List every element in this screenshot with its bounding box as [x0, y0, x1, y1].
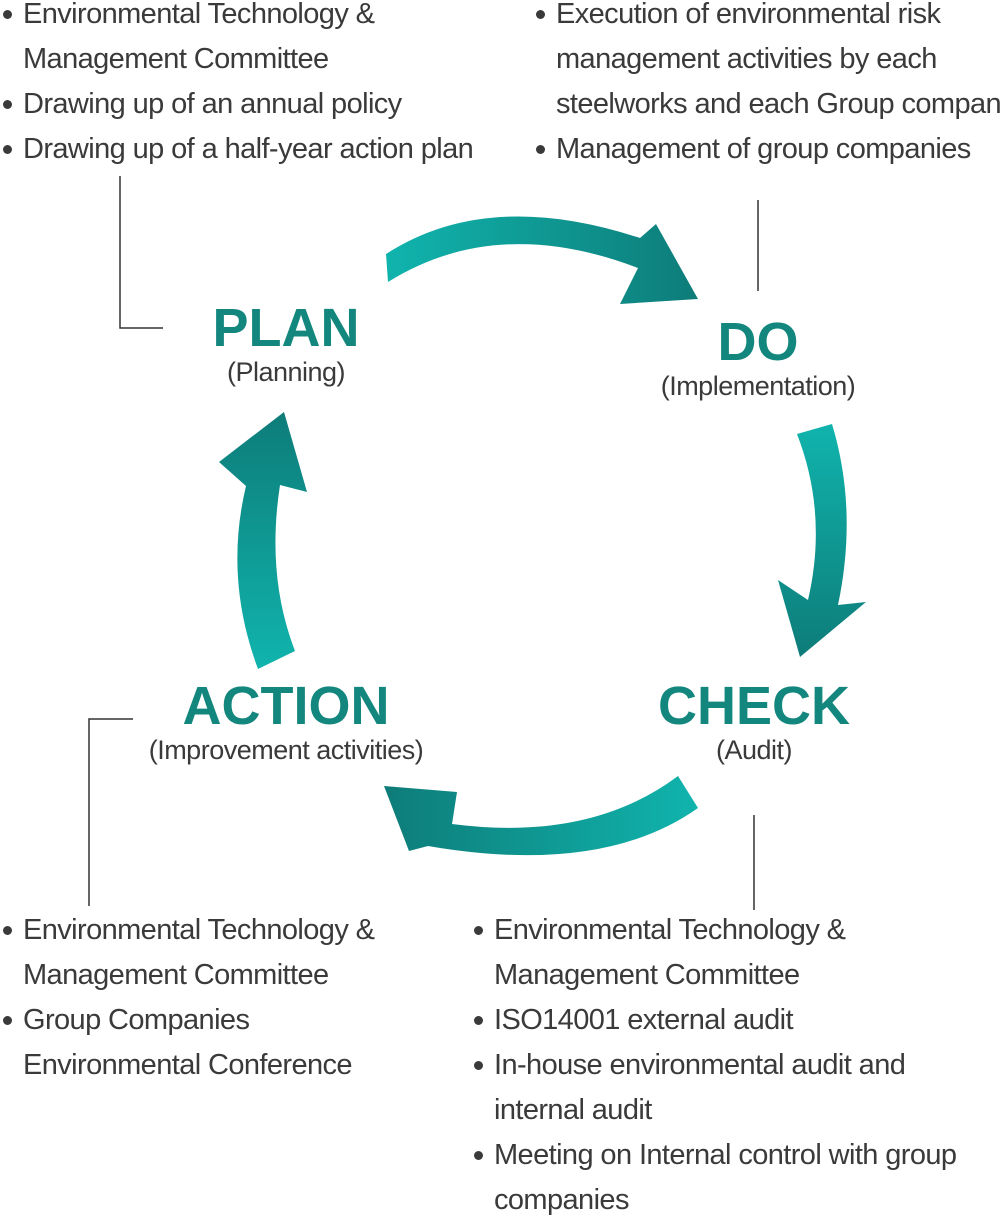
arrow-action-to-plan [219, 412, 307, 669]
plan-title: PLAN [212, 298, 360, 358]
list-item: ISO14001 external audit [472, 998, 992, 1043]
list-item: Execution of environmental risk manageme… [534, 0, 1000, 127]
check-stage: CHECK (Audit) [634, 678, 874, 766]
action-subtitle: (Improvement activities) [148, 735, 424, 765]
list-item: Drawing up of a half-year action plan [1, 127, 481, 172]
list-item: Management of group companies [534, 127, 1000, 172]
arrow-do-to-check [778, 424, 866, 657]
connector-plan [119, 176, 163, 329]
list-item: Environmental Technology & Management Co… [1, 0, 481, 82]
action-stage: ACTION (Improvement activities) [126, 678, 446, 766]
list-item: Drawing up of an annual policy [1, 82, 481, 127]
do-title: DO [717, 312, 799, 372]
connector-action [88, 718, 133, 906]
list-item: Meeting on Internal control with group c… [472, 1133, 992, 1223]
arrow-check-to-action [384, 776, 698, 856]
list-item: In-house environmental audit and interna… [472, 1043, 992, 1133]
do-list: Execution of environmental risk manageme… [534, 0, 1000, 172]
check-title: CHECK [657, 676, 850, 736]
check-list: Environmental Technology & Management Co… [472, 908, 992, 1223]
list-item: Environmental Technology & Management Co… [472, 908, 992, 998]
arrow-plan-to-do [386, 216, 698, 304]
do-subtitle: (Implementation) [660, 371, 856, 401]
check-subtitle: (Audit) [715, 735, 793, 765]
action-list: Environmental Technology & Management Co… [1, 908, 421, 1088]
list-item: Group Companies Environmental Conference [1, 998, 421, 1088]
plan-stage: PLAN (Planning) [186, 300, 386, 388]
do-stage: DO (Implementation) [628, 314, 888, 402]
list-item: Environmental Technology & Management Co… [1, 908, 421, 998]
plan-list: Environmental Technology & Management Co… [1, 0, 481, 172]
plan-subtitle: (Planning) [226, 357, 346, 387]
action-title: ACTION [182, 676, 390, 736]
